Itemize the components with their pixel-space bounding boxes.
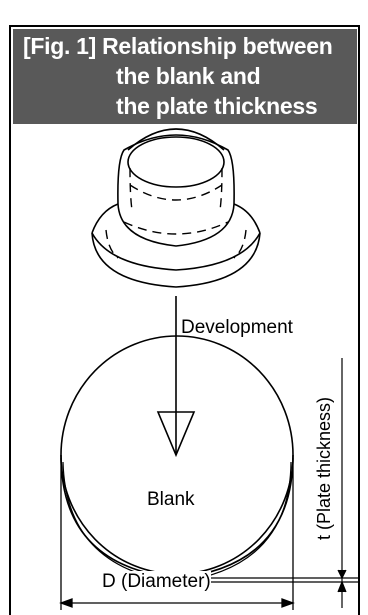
diameter-dimension <box>59 458 295 610</box>
development-label: Development <box>181 317 293 338</box>
development-arrow <box>156 296 196 458</box>
figure-frame <box>9 25 360 615</box>
diameter-arrow-right <box>281 598 295 608</box>
cup-dome <box>127 128 225 151</box>
cup-top-rim <box>127 136 225 188</box>
cup-hidden-4 <box>219 167 223 211</box>
cup-flange-right <box>233 203 261 234</box>
thickness-arrow-bottom <box>337 580 347 593</box>
cup-body-bottom <box>117 203 235 247</box>
blank-label: Blank <box>147 489 195 510</box>
cup-hidden-2 <box>123 221 229 235</box>
header-line-2: the blank and <box>116 63 261 89</box>
header-line-1: [Fig. 1] Relationship between <box>23 33 333 59</box>
blank-disc-top <box>60 335 294 575</box>
blank-disc <box>60 335 294 583</box>
diameter-label: D (Diameter) <box>102 571 211 593</box>
cup-hidden-5 <box>105 229 119 259</box>
figure-header: [Fig. 1] Relationship between the blank … <box>13 29 357 124</box>
development-arrow-head <box>156 411 196 458</box>
thickness-label: t (Plate thickness) <box>314 396 334 540</box>
cup-flange-left <box>91 203 119 234</box>
cup-hidden-3 <box>129 167 133 211</box>
cup-hidden-6 <box>233 229 247 259</box>
header-line-3: the plate thickness <box>116 93 318 119</box>
diameter-arrow-left <box>59 598 73 608</box>
cup-hidden-lines <box>105 167 247 259</box>
cup-flange-bottom <box>91 232 261 288</box>
thickness-arrow-top <box>337 569 347 580</box>
cup-hidden-1 <box>129 184 223 201</box>
drawn-cup-drawing <box>91 128 261 288</box>
cup-body <box>117 134 235 205</box>
blank-disc-edge-2 <box>62 461 292 583</box>
blank-disc-edge <box>60 454 294 579</box>
cup-flange-inner <box>91 232 261 271</box>
